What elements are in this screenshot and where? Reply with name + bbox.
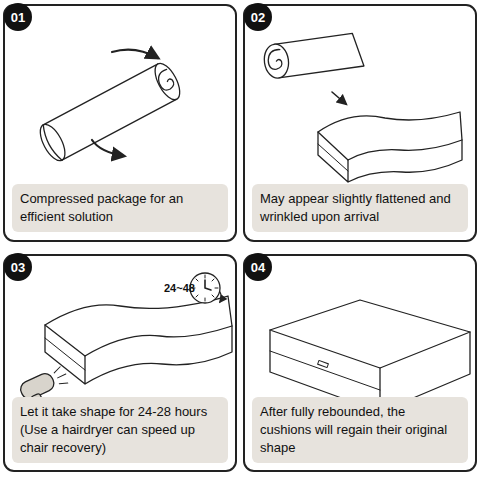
- caption-box: May appear slightly flattened and wrinkl…: [252, 184, 468, 232]
- caption-text: Let it take shape for 24-28 hours (Use a…: [20, 403, 220, 457]
- step-number-text: 02: [251, 10, 265, 25]
- step-number-text: 03: [11, 260, 25, 275]
- step-number: 02: [244, 3, 272, 31]
- caption-box: Compressed package for an efficient solu…: [12, 184, 228, 232]
- caption-text: Compressed package for an efficient solu…: [20, 190, 220, 226]
- time-label: 24~48: [164, 282, 195, 294]
- caption-box: After fully rebounded, the cushions will…: [252, 397, 468, 463]
- step-number-text: 04: [251, 260, 265, 275]
- step-number-text: 01: [11, 10, 25, 25]
- step-number: 01: [4, 3, 32, 31]
- caption-box: Let it take shape for 24-28 hours (Use a…: [12, 397, 228, 463]
- step-number: 03: [4, 253, 32, 281]
- caption-text: After fully rebounded, the cushions will…: [260, 403, 460, 457]
- caption-text: May appear slightly flattened and wrinkl…: [260, 190, 460, 226]
- step-number: 04: [244, 253, 272, 281]
